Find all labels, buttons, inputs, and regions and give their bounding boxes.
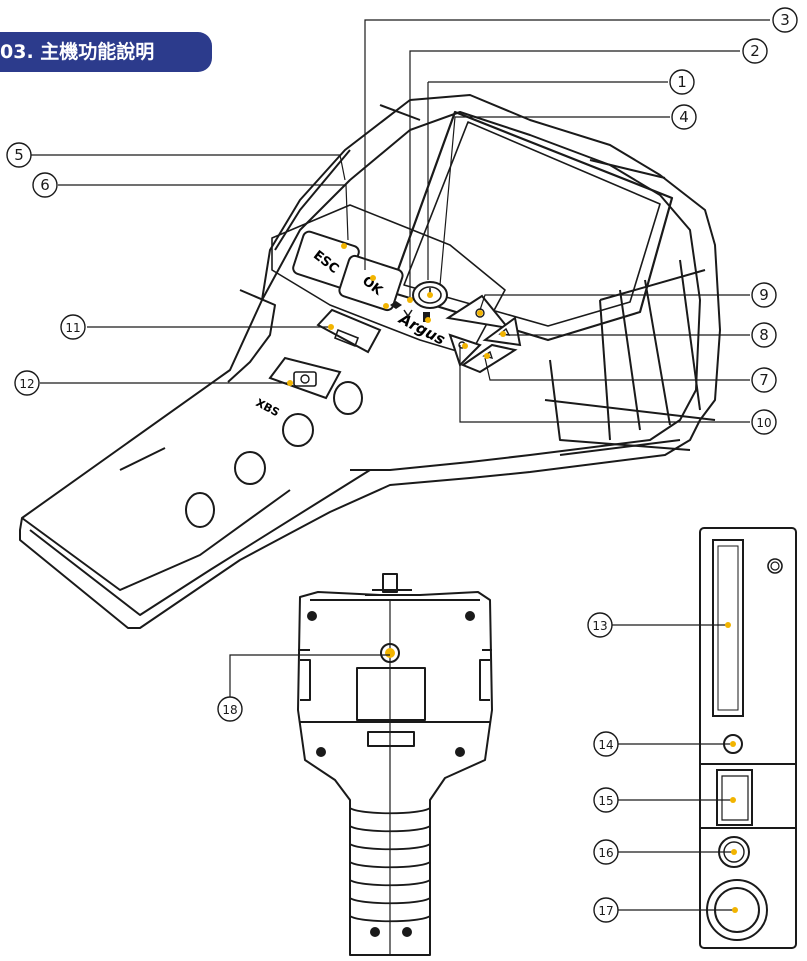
callout-2: 2	[742, 38, 768, 64]
svg-text:7: 7	[759, 371, 769, 389]
svg-text:5: 5	[14, 146, 24, 164]
camera-icon	[293, 371, 317, 387]
record-button[interactable]	[316, 308, 382, 354]
battery-icon	[423, 312, 430, 322]
section-title: 03. 主機功能說明	[0, 32, 212, 72]
leader-lines	[30, 19, 770, 911]
svg-text:6: 6	[40, 176, 50, 194]
callout-8: 8	[751, 322, 777, 348]
svg-text:4: 4	[679, 108, 689, 126]
feature-markers	[287, 243, 738, 913]
ok-button[interactable]: OK	[338, 254, 404, 312]
callouts: 3 2 1 4 5 6 9 8 7 10 11 12 13 14 15 16 1…	[6, 7, 798, 923]
model-label: XBS	[254, 396, 282, 419]
svg-text:14: 14	[598, 738, 613, 752]
svg-text:16: 16	[598, 846, 613, 860]
callout-11: 11	[60, 314, 86, 340]
callout-6: 6	[32, 172, 58, 198]
brand-logo: Argus	[395, 309, 448, 349]
svg-text:2: 2	[750, 42, 760, 60]
svg-text:3: 3	[780, 11, 790, 29]
callout-10: 10	[751, 409, 777, 435]
capture-button[interactable]	[268, 356, 342, 400]
callout-3: 3	[772, 7, 798, 33]
svg-text:18: 18	[222, 703, 237, 717]
video-icon	[333, 328, 360, 348]
callout-5: 5	[6, 142, 32, 168]
device-side-view	[699, 527, 797, 949]
indicator-icons	[390, 301, 430, 322]
svg-text:1: 1	[677, 73, 687, 91]
plug-icon	[403, 309, 413, 318]
svg-text:12: 12	[19, 377, 34, 391]
device-bottom-view	[297, 573, 493, 956]
svg-text:8: 8	[759, 326, 769, 344]
bottom-view-screws	[307, 611, 475, 937]
callout-15: 15	[593, 787, 619, 813]
svg-text:11: 11	[65, 321, 80, 335]
callout-9: 9	[751, 282, 777, 308]
callout-14: 14	[593, 731, 619, 757]
callout-17: 17	[593, 897, 619, 923]
callout-16: 16	[593, 839, 619, 865]
tripod-mount-marker	[385, 648, 395, 658]
svg-text:17: 17	[598, 904, 613, 918]
svg-text:13: 13	[592, 619, 607, 633]
callout-7: 7	[751, 367, 777, 393]
callout-4: 4	[671, 104, 697, 130]
callout-18: 18	[217, 696, 243, 722]
svg-text:9: 9	[759, 286, 769, 304]
callout-12: 12	[14, 370, 40, 396]
svg-text:10: 10	[756, 416, 771, 430]
callout-13: 13	[587, 612, 613, 638]
svg-text:15: 15	[598, 794, 613, 808]
device-main-view	[19, 94, 721, 629]
charge-icon	[390, 301, 402, 309]
callout-1: 1	[669, 69, 695, 95]
